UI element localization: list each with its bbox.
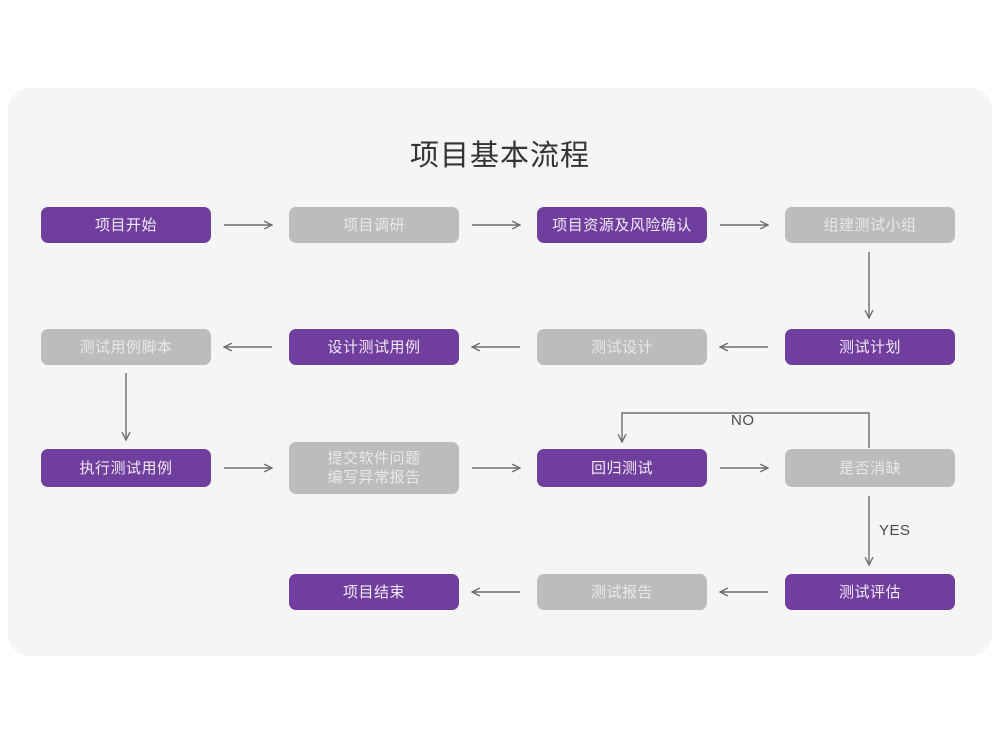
node-submit-defect-report[interactable]: 提交软件问题 编写异常报告 — [289, 442, 459, 494]
node-test-evaluation[interactable]: 测试评估 — [785, 574, 955, 610]
edge-label-yes: YES — [879, 522, 911, 539]
node-test-report[interactable]: 测试报告 — [537, 574, 707, 610]
node-form-test-team[interactable]: 组建测试小组 — [785, 207, 955, 243]
node-resource-risk-confirm[interactable]: 项目资源及风险确认 — [537, 207, 707, 243]
node-test-case-script[interactable]: 测试用例脚本 — [41, 329, 211, 365]
node-project-start[interactable]: 项目开始 — [41, 207, 211, 243]
node-defect-cleared[interactable]: 是否消缺 — [785, 449, 955, 487]
node-project-research[interactable]: 项目调研 — [289, 207, 459, 243]
node-test-plan[interactable]: 测试计划 — [785, 329, 955, 365]
node-design-test-case[interactable]: 设计测试用例 — [289, 329, 459, 365]
node-regression-test[interactable]: 回归测试 — [537, 449, 707, 487]
flowchart-card — [8, 88, 992, 656]
node-project-end[interactable]: 项目结束 — [289, 574, 459, 610]
edge-label-no: NO — [731, 412, 755, 429]
page-title: 项目基本流程 — [409, 140, 590, 172]
node-test-design[interactable]: 测试设计 — [537, 329, 707, 365]
node-execute-test-case[interactable]: 执行测试用例 — [41, 449, 211, 487]
